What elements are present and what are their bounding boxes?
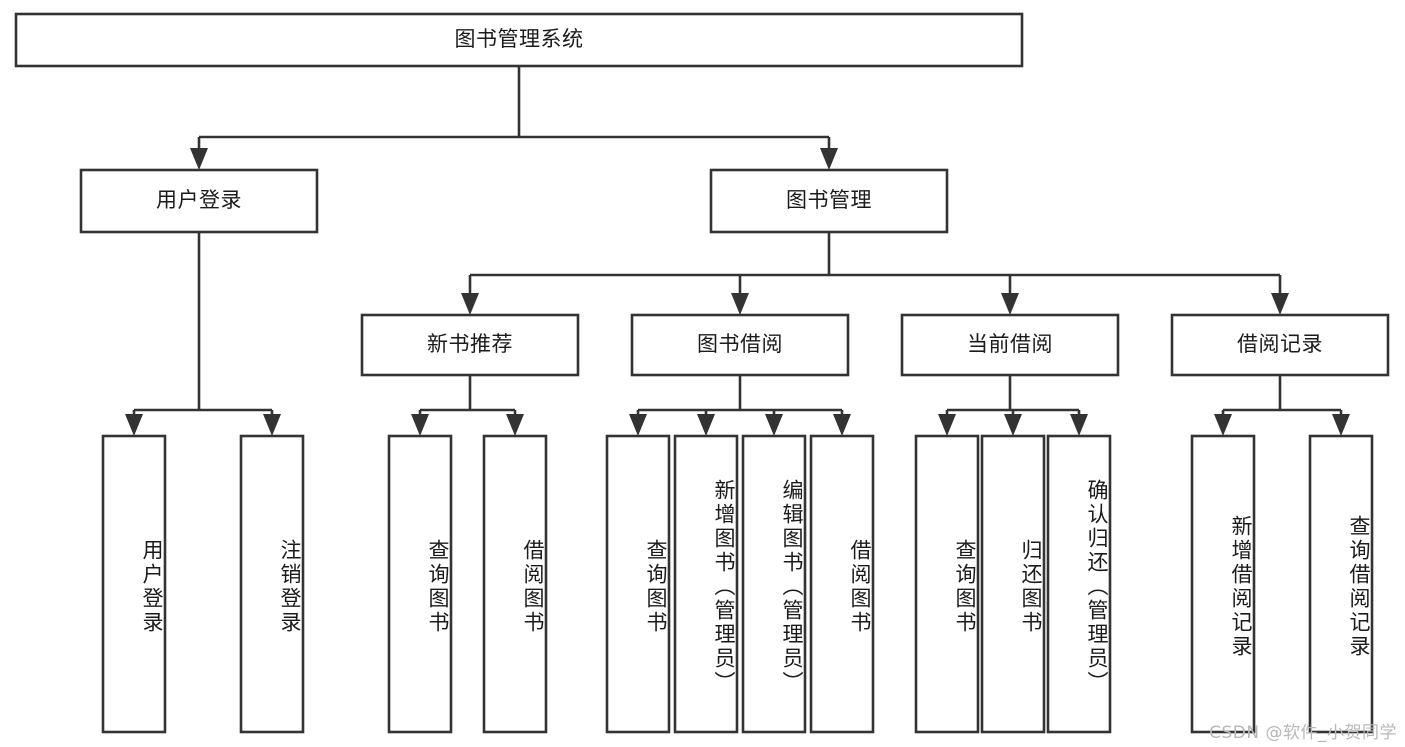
arrow-down-icon-用户登录-0-0	[125, 414, 143, 436]
node-box-借阅图书-leaf-7[interactable]	[809, 434, 875, 734]
node-box-归还图书-leaf-9[interactable]	[980, 434, 1046, 734]
arrow-down-icon-图书借阅-2-1	[697, 414, 715, 436]
arrow-down-icon-借阅记录-4-1	[1332, 414, 1350, 436]
node-box-查询图书-leaf-2[interactable]	[387, 434, 453, 734]
node-box-新增图书管理员-leaf-5[interactable]	[673, 434, 739, 734]
boxes-layer	[14, 12, 1390, 734]
node-box-编辑图书管理员-leaf-6[interactable]	[741, 434, 807, 734]
arrow-down-icon-借阅记录-4-0	[1214, 414, 1232, 436]
arrow-down-icon-level3-0	[461, 293, 479, 315]
node-box-新增借阅记录-leaf-11[interactable]	[1190, 434, 1256, 734]
arrow-down-icon-当前借阅-3-2	[1070, 414, 1088, 436]
arrow-down-icon-level3-3	[1271, 293, 1289, 315]
node-box-注销登录-leaf-1[interactable]	[239, 434, 305, 734]
node-box-图书借阅-level3-1[interactable]	[630, 313, 850, 377]
node-box-借阅记录-level3-3[interactable]	[1170, 313, 1390, 377]
node-box-查询图书-leaf-4[interactable]	[605, 434, 671, 734]
watermark-text: CSDN @软件_小贺同学	[1209, 723, 1397, 743]
node-box-图书管理-level2-1[interactable]	[709, 168, 949, 234]
arrow-down-icon-图书借阅-2-3	[833, 414, 851, 436]
arrow-down-icon-level3-2	[1001, 293, 1019, 315]
node-box-图书管理系统-root-0[interactable]	[14, 12, 1024, 68]
node-box-用户登录-leaf-0[interactable]	[101, 434, 167, 734]
arrow-down-icon-level2-0	[190, 148, 208, 170]
node-box-借阅图书-leaf-3[interactable]	[482, 434, 548, 734]
node-box-当前借阅-level3-2[interactable]	[900, 313, 1120, 377]
arrow-down-icon-新书推荐-1-1	[506, 414, 524, 436]
node-box-查询图书-leaf-8[interactable]	[914, 434, 980, 734]
arrow-down-icon-level2-1	[820, 148, 838, 170]
arrow-down-icon-用户登录-0-1	[263, 414, 281, 436]
arrow-down-icon-当前借阅-3-1	[1004, 414, 1022, 436]
arrow-down-icon-level3-1	[731, 293, 749, 315]
node-box-新书推荐-level3-0[interactable]	[360, 313, 580, 377]
arrow-down-icon-当前借阅-3-0	[938, 414, 956, 436]
node-box-查询借阅记录-leaf-12[interactable]	[1308, 434, 1374, 734]
connectors-layer	[125, 66, 1350, 436]
arrow-down-icon-图书借阅-2-0	[629, 414, 647, 436]
node-box-确认归还管理员-leaf-10[interactable]	[1046, 434, 1112, 734]
arrow-down-icon-新书推荐-1-0	[411, 414, 429, 436]
node-box-用户登录-level2-0[interactable]	[79, 168, 319, 234]
arrow-down-icon-图书借阅-2-2	[765, 414, 783, 436]
